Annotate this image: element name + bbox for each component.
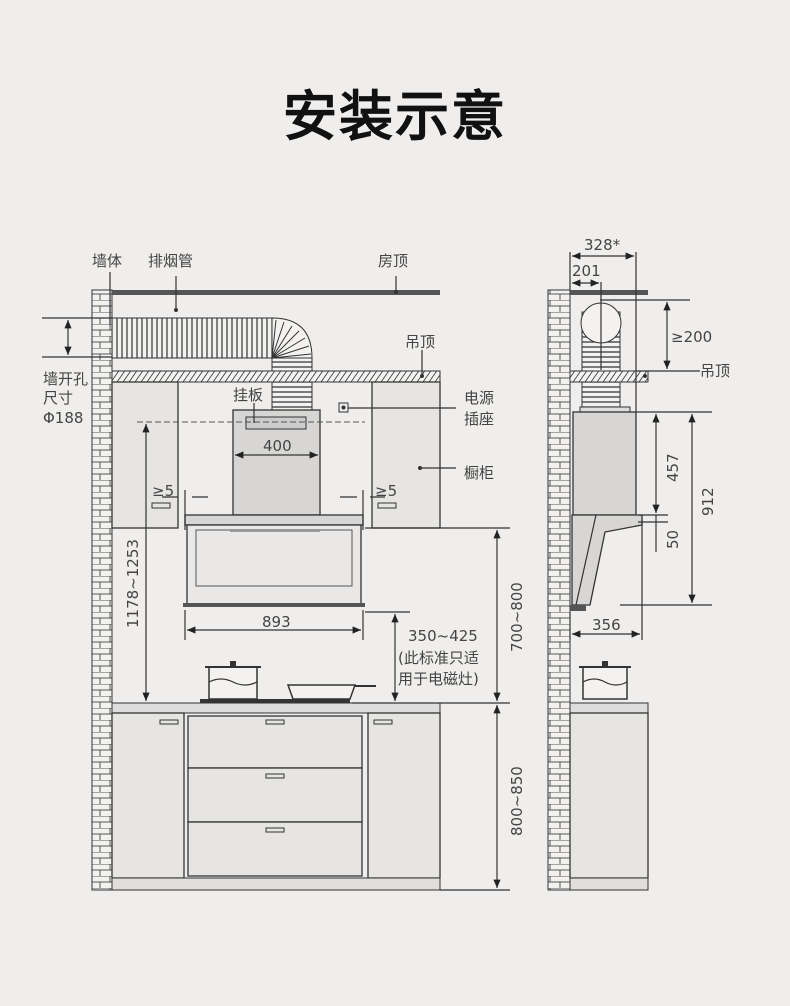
dim-total-depth: 328* (584, 236, 621, 254)
dim-plate-height: 1178~1253 (124, 539, 142, 628)
exhaust-duct (111, 317, 313, 411)
label-mounting-plate: 挂板 (233, 386, 263, 404)
label-power-socket-1: 电源 (464, 389, 494, 407)
dim-bottom-depth: 356 (592, 616, 621, 634)
label-cabinet: 橱柜 (464, 464, 494, 482)
label-exhaust-pipe: 排烟管 (148, 252, 193, 270)
dim-duct-offset: 201 (572, 262, 601, 280)
upper-cabinet-right (371, 381, 441, 529)
note-line-1: (此标准只适 (398, 649, 479, 667)
dim-hood-to-cooktop: 350~425 (408, 627, 478, 645)
dim-ceiling-gap: ≥200 (671, 328, 712, 346)
label-power-socket-2: 插座 (464, 410, 494, 428)
brick-wall (91, 289, 113, 891)
hood-panel-side (571, 514, 643, 606)
pot-icon (205, 661, 261, 700)
dim-gap-right: ≥5 (375, 482, 397, 500)
label-wall: 墙体 (92, 252, 122, 270)
label-roof: 房顶 (378, 252, 408, 270)
dim-counter-height: 800~850 (508, 766, 526, 836)
mounting-plate (245, 416, 307, 430)
label-wall-hole-diameter: Φ188 (43, 409, 83, 427)
countertop (111, 702, 441, 714)
dim-hood-width: 893 (262, 613, 291, 631)
pot-icon-side (579, 661, 631, 700)
label-wall-hole-1: 墙开孔 (43, 370, 88, 388)
label-wall-hole-2: 尺寸 (43, 389, 73, 407)
dim-lip: 50 (664, 530, 682, 549)
dim-cabinet-to-counter: 700~800 (508, 582, 526, 652)
range-hood (183, 514, 365, 607)
suspended-ceiling (111, 370, 441, 383)
dim-total-height: 912 (699, 487, 717, 516)
dim-upper-height: 457 (664, 453, 682, 482)
lower-cabinets (111, 712, 441, 891)
pan-icon (286, 684, 376, 700)
page-title: 安装示意 (283, 85, 507, 148)
brick-wall-side (547, 289, 571, 891)
hood-side (572, 411, 637, 516)
front-view: 墙体 排烟管 房顶 吊顶 墙开孔 尺寸 Φ188 挂板 电源 插座 橱柜 400… (42, 252, 526, 891)
label-suspended-ceiling: 吊顶 (405, 333, 435, 351)
label-suspended-ceiling-side: 吊顶 (700, 362, 730, 380)
roof-slab (112, 290, 440, 295)
dim-gap-left: ≥5 (152, 482, 174, 500)
side-view: 328* 201 ≥200 吊顶 457 50 912 356 (547, 236, 730, 891)
upper-cabinet-left (111, 381, 179, 529)
dim-plate-width: 400 (263, 437, 292, 455)
note-line-2: 用于电磁灶) (398, 670, 479, 688)
